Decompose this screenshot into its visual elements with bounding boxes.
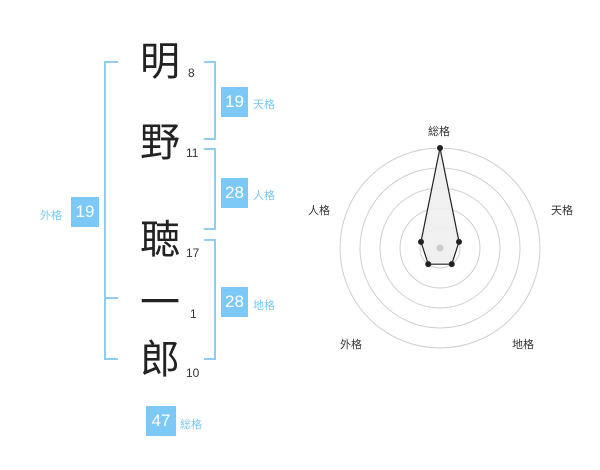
stroke-count-4: 1	[190, 307, 197, 321]
gaikaku-bracket	[104, 61, 118, 360]
soukaku-label: 総格	[180, 418, 202, 431]
chikaku-label: 地格	[253, 299, 275, 312]
radar-axis-label-gaikaku: 外格	[340, 338, 362, 351]
chikaku-value: 28	[221, 287, 248, 317]
stroke-count-5: 10	[186, 366, 200, 380]
stroke-count-2: 11	[186, 146, 199, 160]
radar-axis-label-chikaku: 地格	[512, 338, 534, 351]
jinkaku-value: 28	[221, 178, 248, 208]
radar-point-1	[437, 145, 443, 151]
radar-points	[417, 145, 463, 268]
stroke-count-3: 17	[186, 246, 200, 260]
radar-point-5	[417, 238, 424, 245]
radar-polygon	[420, 147, 460, 265]
soukaku-value: 47	[146, 406, 176, 436]
chikaku-bracket	[204, 239, 216, 360]
name-char-3: 聴	[140, 217, 180, 263]
stroke-count-1: 8	[188, 66, 195, 80]
name-char-2: 野	[140, 120, 180, 166]
tenkaku-value: 19	[221, 87, 248, 117]
tenkaku-label: 天格	[253, 98, 275, 111]
radar-axis-label-tenkaku: 天格	[551, 204, 573, 217]
gaikaku-bracket-divider	[104, 297, 118, 299]
gaikaku-label: 外格	[40, 209, 62, 222]
name-char-1: 明	[140, 39, 180, 85]
name-char-5: 郎	[140, 337, 180, 383]
name-char-4: 一	[140, 280, 180, 326]
radar-axis-label-soukaku: 総格	[428, 125, 450, 138]
radar-axis-label-jinkaku: 人格	[308, 204, 330, 217]
radar-center-dot	[436, 244, 444, 252]
radar-point-4	[425, 261, 432, 268]
tenkaku-bracket	[204, 61, 216, 140]
jinkaku-label: 人格	[253, 189, 275, 202]
radar-point-2	[456, 238, 463, 245]
jinkaku-bracket	[204, 148, 216, 230]
gaikaku-value: 19	[71, 197, 99, 227]
radar-point-3	[448, 261, 455, 268]
